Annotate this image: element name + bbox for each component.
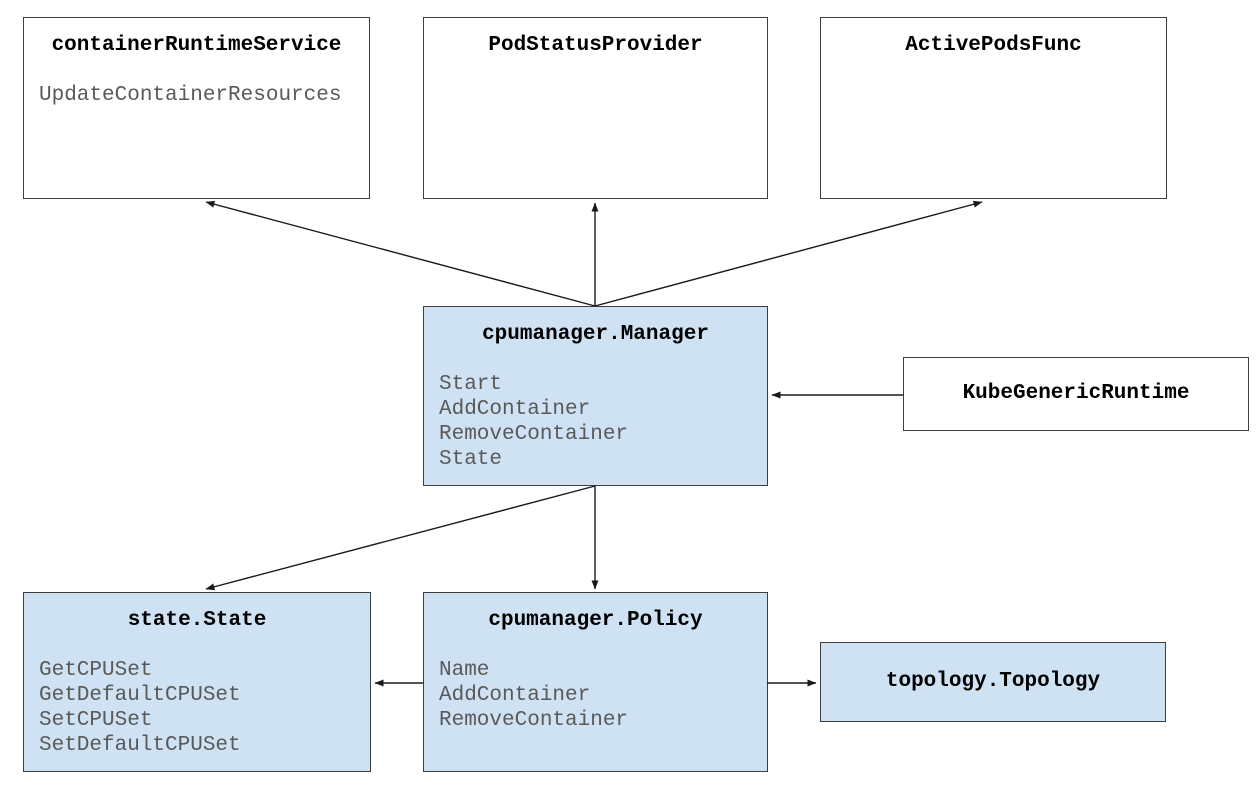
arrow-manager-to-state-state — [205, 485, 596, 591]
node-container-runtime-service: containerRuntimeService UpdateContainerR… — [23, 17, 370, 199]
method-label: RemoveContainer — [439, 709, 629, 732]
method-label: GetCPUSet — [39, 659, 153, 682]
method-label: GetDefaultCPUSet — [39, 684, 241, 707]
node-title: cpumanager.Manager — [482, 323, 709, 346]
node-active-pods-func: ActivePodsFunc — [820, 17, 1167, 199]
node-topology-topology: topology.Topology — [820, 642, 1166, 722]
node-title: state.State — [127, 609, 267, 632]
node-title: topology.Topology — [885, 670, 1101, 693]
node-pod-status-provider: PodStatusProvider — [423, 17, 768, 199]
method-label: UpdateContainerResources — [39, 84, 342, 107]
node-title: PodStatusProvider — [488, 34, 703, 57]
arrow-manager-to-active-pods-func — [594, 200, 983, 307]
node-title: ActivePodsFunc — [905, 34, 1082, 57]
method-label: RemoveContainer — [439, 423, 629, 446]
arrow-manager-to-container-runtime-service — [205, 200, 596, 307]
method-label: Start — [439, 373, 503, 396]
method-label: State — [439, 448, 503, 471]
node-title: containerRuntimeService — [51, 34, 342, 57]
method-label: Name — [439, 659, 490, 682]
method-label: SetCPUSet — [39, 709, 153, 732]
method-label: AddContainer — [439, 398, 591, 421]
node-title: cpumanager.Policy — [488, 609, 703, 632]
node-kube-generic-runtime: KubeGenericRuntime — [903, 357, 1249, 431]
method-label: AddContainer — [439, 684, 591, 707]
node-title: KubeGenericRuntime — [962, 382, 1190, 405]
method-label: SetDefaultCPUSet — [39, 734, 241, 757]
node-methods: UpdateContainerResources — [39, 83, 369, 108]
